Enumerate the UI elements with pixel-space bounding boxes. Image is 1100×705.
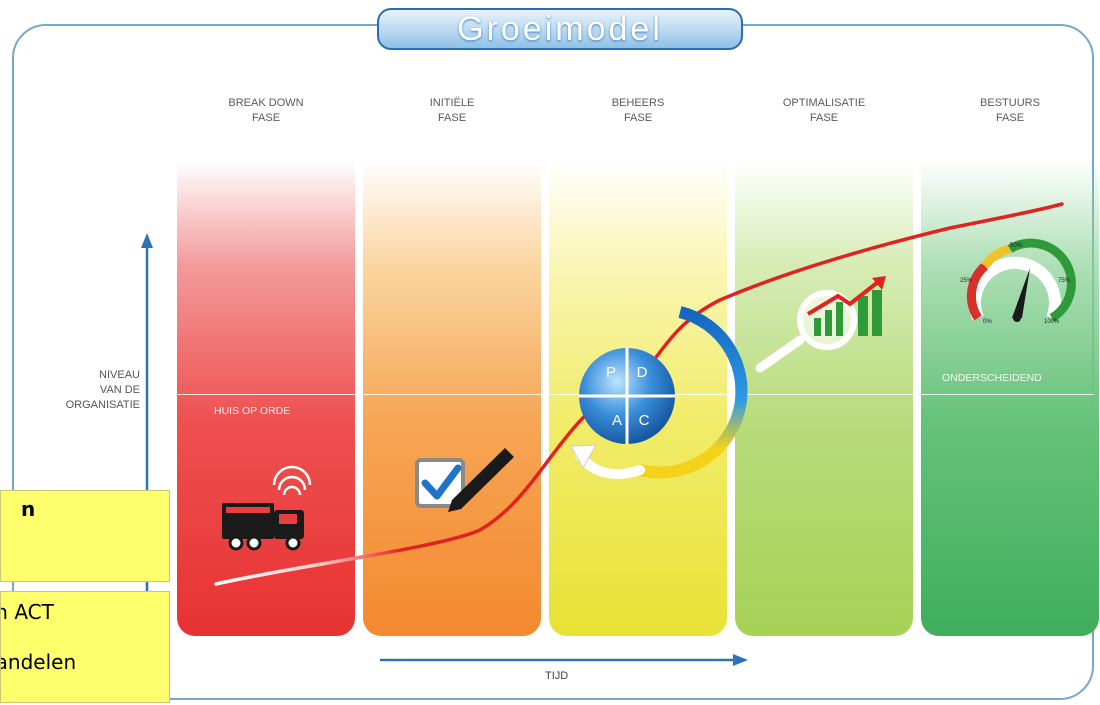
phase-label-line: OPTIMALISATIE bbox=[782, 97, 866, 109]
y-axis-label-line: NIVEAU bbox=[99, 369, 140, 381]
fire-truck-icon bbox=[222, 465, 312, 551]
phase-label-break-down: BREAK DOWN FASE bbox=[176, 96, 356, 126]
magnifier-growth-chart-icon bbox=[755, 276, 886, 373]
gauge-label-100: 100% bbox=[1044, 319, 1060, 325]
diagram-title: Groeimodel bbox=[377, 8, 743, 50]
y-axis-arrowhead bbox=[141, 233, 153, 248]
yellow-note-bottom-line: en ACT bbox=[1, 600, 54, 624]
yellow-note-top-text: n bbox=[21, 497, 36, 521]
yellow-note-bottom-line: handelen bbox=[1, 650, 77, 674]
pdca-d-label: D bbox=[637, 364, 648, 381]
x-axis-label: TIJD bbox=[545, 670, 569, 682]
phase-column-bestuurs bbox=[921, 160, 1099, 636]
phase-label-line: FASE bbox=[251, 112, 281, 124]
zone-label-onderscheidend: ONDERSCHEIDEND bbox=[942, 372, 1042, 384]
phase-label-optimalisatie: OPTIMALISATIE FASE bbox=[734, 96, 914, 126]
phase-label-initiele: INITIËLE FASE bbox=[362, 96, 542, 126]
phase-label-line: FASE bbox=[809, 112, 839, 124]
pdca-p-label: P bbox=[606, 364, 616, 381]
phase-column-optimalisatie bbox=[735, 160, 913, 636]
y-axis-label-line: ORGANISATIE bbox=[65, 399, 140, 411]
phase-column-initiele bbox=[363, 160, 541, 636]
y-axis-label: NIVEAU VAN DE ORGANISATIE bbox=[36, 368, 140, 413]
x-axis-arrowhead bbox=[733, 654, 748, 666]
phase-label-line: BESTUURS bbox=[980, 97, 1040, 109]
performance-gauge-icon: 0% 25% 50% 75% 100% bbox=[960, 238, 1076, 325]
pdca-c-label: C bbox=[639, 412, 650, 429]
yellow-note-bottom: en ACT n handelen bbox=[0, 591, 170, 703]
gauge-label-75: 75% bbox=[1058, 278, 1071, 284]
pdca-cycle-icon: P D A C bbox=[570, 306, 748, 479]
phase-label-line: BREAK DOWN bbox=[228, 97, 304, 109]
phase-label-line: FASE bbox=[437, 112, 467, 124]
gauge-label-25: 25% bbox=[960, 278, 973, 284]
yellow-note-bottom-line: n bbox=[1, 625, 169, 650]
phase-column-break-down bbox=[177, 160, 355, 636]
zone-label-huis-op-orde: HUIS OP ORDE bbox=[214, 405, 291, 417]
gauge-label-50: 50% bbox=[1010, 243, 1023, 249]
phase-label-line: FASE bbox=[995, 112, 1025, 124]
phase-label-line: BEHEERS bbox=[611, 97, 665, 109]
gauge-label-0: 0% bbox=[983, 319, 992, 325]
phase-label-line: INITIËLE bbox=[429, 97, 475, 109]
y-axis-label-line: VAN DE bbox=[99, 384, 140, 396]
checkbox-pen-icon bbox=[415, 448, 514, 512]
pdca-a-label: A bbox=[612, 412, 622, 429]
yellow-note-top: n bbox=[0, 490, 170, 582]
phase-label-line: FASE bbox=[623, 112, 653, 124]
phase-label-bestuurs: BESTUURS FASE bbox=[920, 96, 1100, 126]
phase-label-beheers: BEHEERS FASE bbox=[548, 96, 728, 126]
